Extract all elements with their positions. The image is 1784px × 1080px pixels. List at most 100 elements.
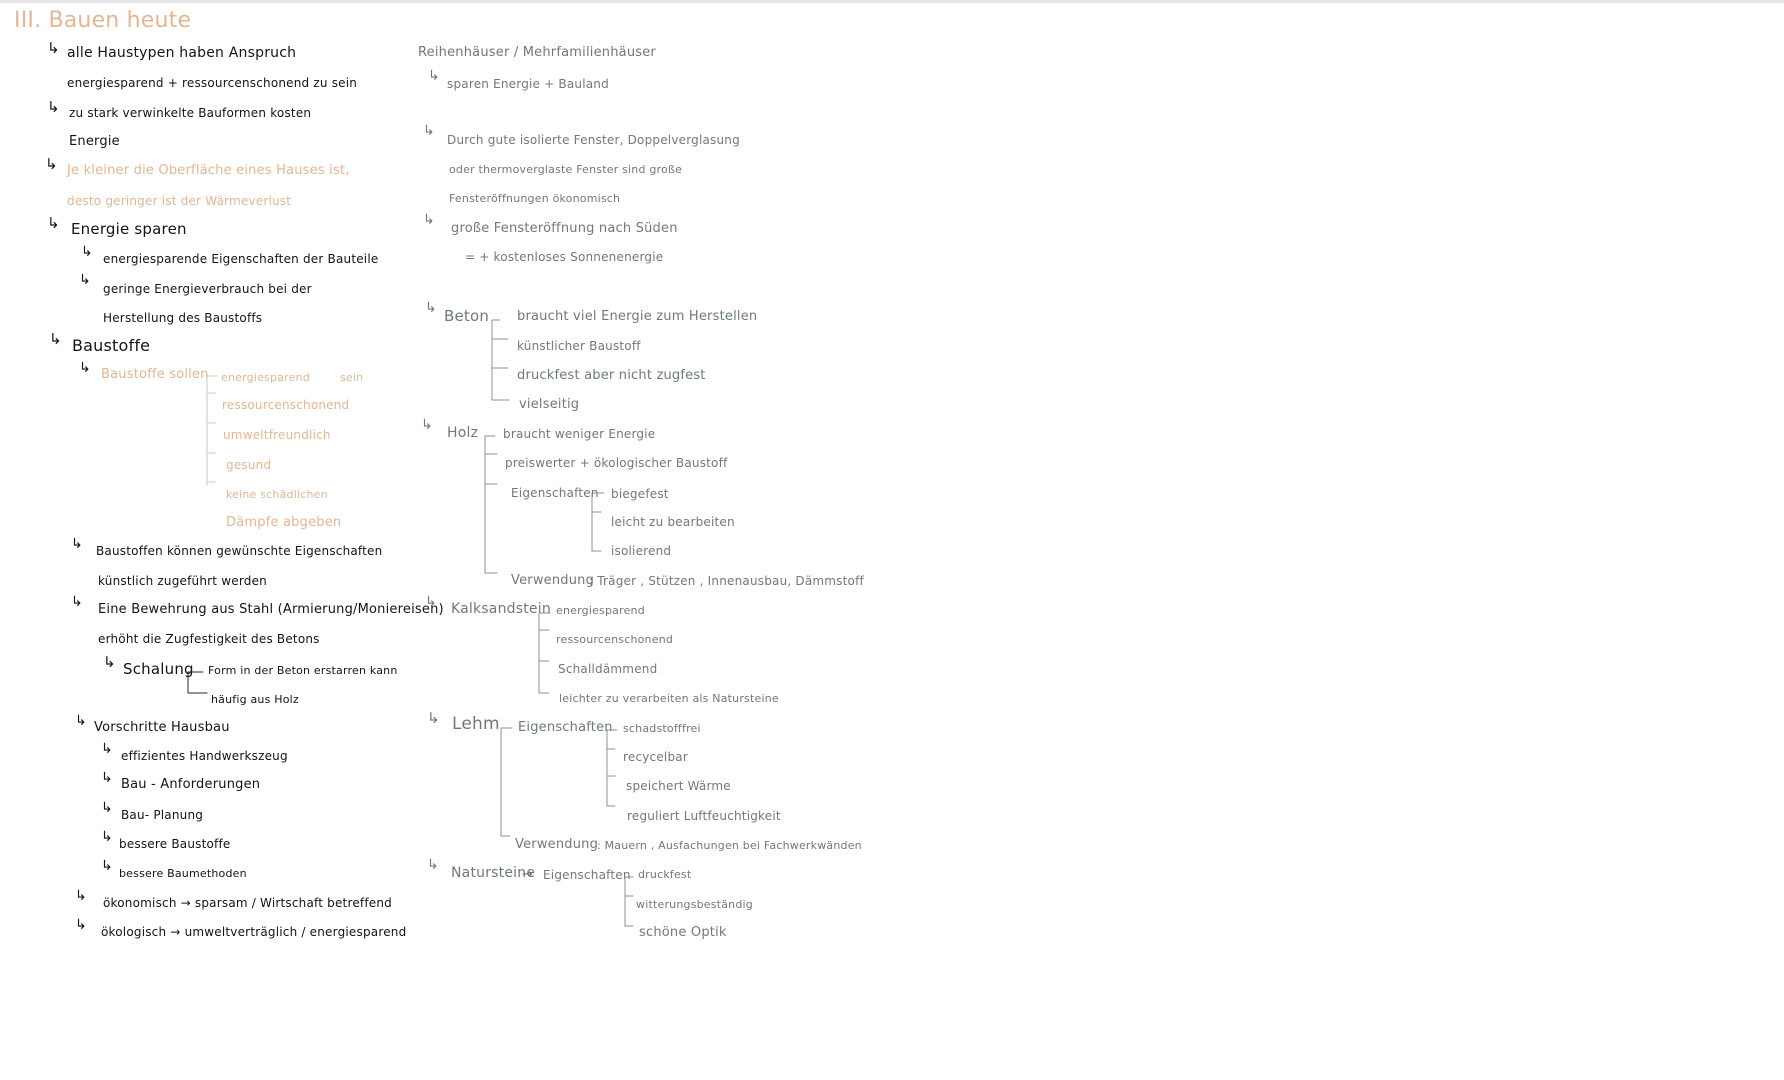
arrow-icon: ↳ xyxy=(101,858,113,874)
arrow-icon: ↳ xyxy=(101,829,113,845)
list-item: häufig aus Holz xyxy=(211,693,299,706)
section-heading: Vorschritte Hausbau xyxy=(94,720,230,735)
arrow-icon: ↳ xyxy=(79,360,91,376)
list-item: bessere Baustoffe xyxy=(119,837,231,851)
arrow-icon: ↳ xyxy=(427,857,439,873)
note-line: Energie xyxy=(69,134,120,149)
arrow-icon: → xyxy=(522,867,534,882)
list-item: schöne Optik xyxy=(639,925,727,940)
list-item: Form in der Beton erstarren kann xyxy=(208,664,398,677)
list-item: biegefest xyxy=(611,487,669,501)
section-heading: Energie sparen xyxy=(71,220,187,238)
arrow-icon: ↳ xyxy=(421,417,433,433)
list-item: braucht weniger Energie xyxy=(503,427,656,441)
list-item: gesund xyxy=(226,458,272,472)
list-item: : Träger , Stützen , Innenausbau, Dämmst… xyxy=(589,574,864,588)
list-item: reguliert Luftfeuchtigkeit xyxy=(627,809,781,823)
note-line: Durch gute isolierte Fenster, Doppelverg… xyxy=(447,133,740,147)
note-line: geringe Energieverbrauch bei der xyxy=(103,282,312,296)
note-line: energiesparend + ressourcenschonend zu s… xyxy=(67,76,358,90)
bracket-baustoffe xyxy=(206,375,218,486)
list-item: isolierend xyxy=(611,544,672,558)
arrow-icon: ↳ xyxy=(79,272,91,288)
list-item: bessere Baumethoden xyxy=(119,867,247,880)
arrow-icon: ↳ xyxy=(81,244,93,260)
list-item: effizientes Handwerkszeug xyxy=(121,749,288,763)
arrow-icon: ↳ xyxy=(427,709,440,727)
material-heading: Lehm xyxy=(452,714,500,734)
list-item: leicht zu bearbeiten xyxy=(611,515,735,529)
arrow-icon: ↳ xyxy=(101,770,113,786)
material-heading: Natursteine xyxy=(451,865,536,881)
bracket-holz-eigenschaften xyxy=(591,492,605,552)
note-line: große Fensteröffnung nach Süden xyxy=(451,221,678,236)
arrow-icon: ↳ xyxy=(75,888,87,904)
arrow-icon: ↳ xyxy=(103,653,116,671)
page-title: III. Bauen heute xyxy=(14,8,192,33)
list-item: Eigenschaften xyxy=(543,868,631,882)
bracket-natursteine xyxy=(624,876,634,927)
note-line: desto geringer ist der Wärmeverlust xyxy=(67,194,292,208)
arrow-icon: ↳ xyxy=(71,594,83,610)
note-line: künstlich zugeführt werden xyxy=(98,574,267,588)
list-item: speichert Wärme xyxy=(626,779,731,793)
note-line: alle Haustypen haben Anspruch xyxy=(67,45,297,61)
list-item: Bau - Anforderungen xyxy=(121,777,261,792)
note-line: = + kostenloses Sonnenenergie xyxy=(465,250,664,264)
note-line: zu stark verwinkelte Bauformen kosten xyxy=(69,106,312,120)
list-item: ressourcenschonend xyxy=(222,398,350,412)
note-line: Eine Bewehrung aus Stahl (Armierung/Moni… xyxy=(98,602,444,617)
arrow-icon: ↳ xyxy=(47,39,60,57)
list-item: energiesparend xyxy=(556,604,645,617)
arrow-icon: ↳ xyxy=(71,536,83,552)
arrow-icon: ↳ xyxy=(47,98,60,116)
list-item: ressourcenschonend xyxy=(556,633,674,646)
note-line: erhöht die Zugfestigkeit des Betons xyxy=(98,632,320,646)
list-item: preiswerter + ökologischer Baustoff xyxy=(505,456,728,470)
list-item: Eigenschaften xyxy=(518,720,613,735)
arrow-icon: ↳ xyxy=(75,713,87,729)
list-item: : Mauern , Ausfachungen bei Fachwerkwänd… xyxy=(597,839,862,852)
list-item: energiesparend xyxy=(221,371,310,384)
list-item: recycelbar xyxy=(623,750,688,764)
arrow-icon: ↳ xyxy=(45,155,58,173)
arrow-icon: ↳ xyxy=(101,800,113,816)
arrow-icon: ↳ xyxy=(425,594,437,610)
list-item: Schalldämmend xyxy=(558,662,658,676)
arrow-icon: ↳ xyxy=(49,330,62,348)
list-item: künstlicher Baustoff xyxy=(517,339,641,353)
note-line: ökologisch → umweltverträglich / energie… xyxy=(101,925,407,939)
arrow-icon: ↳ xyxy=(428,68,440,84)
list-item: Bau- Planung xyxy=(121,808,204,822)
top-edge xyxy=(0,0,1784,3)
note-line: Schalung xyxy=(123,660,194,678)
note-line: Fensteröffnungen ökonomisch xyxy=(449,192,621,205)
list-item: druckfest aber nicht zugfest xyxy=(517,368,706,383)
note-line: Herstellung des Baustoffs xyxy=(103,311,263,325)
list-item: keine schädlichen xyxy=(226,488,328,501)
arrow-icon: ↳ xyxy=(423,212,435,228)
list-item: umweltfreundlich xyxy=(223,428,331,442)
list-item: vielseitig xyxy=(519,397,580,412)
list-item: braucht viel Energie zum Herstellen xyxy=(517,309,758,324)
list-item: leichter zu verarbeiten als Natursteine xyxy=(559,692,779,705)
list-item: druckfest xyxy=(638,868,692,881)
bracket-beton xyxy=(491,319,510,401)
arrow-icon: ↳ xyxy=(423,123,435,139)
list-item: Verwendung xyxy=(515,837,599,852)
arrow-icon: ↳ xyxy=(75,917,87,933)
note-line: Dämpfe abgeben xyxy=(226,515,342,530)
note-line: Baustoffe sollen xyxy=(101,367,209,382)
arrow-icon: ↳ xyxy=(47,214,60,232)
note-line: sein xyxy=(340,371,364,384)
note-line: ökonomisch → sparsam / Wirtschaft betref… xyxy=(103,896,392,910)
material-heading: Beton xyxy=(444,307,490,325)
list-item: witterungsbeständig xyxy=(636,898,753,911)
note-line: Je kleiner die Oberfläche eines Hauses i… xyxy=(67,163,350,178)
list-item: Eigenschaften xyxy=(511,486,599,500)
note-line: energiesparende Eigenschaften der Bautei… xyxy=(103,252,379,266)
bracket-lehm-eigenschaften xyxy=(606,729,618,807)
arrow-icon: ↳ xyxy=(101,741,113,757)
bracket-kalksandstein xyxy=(538,612,551,694)
